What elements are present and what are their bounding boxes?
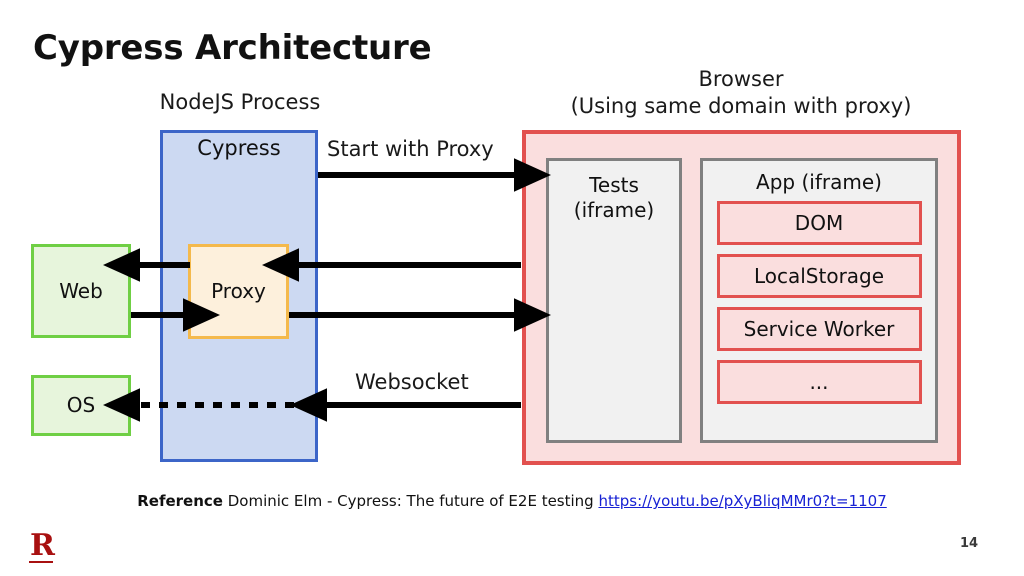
page-title: Cypress Architecture (33, 28, 432, 68)
os-box: OS (31, 375, 131, 436)
app-iframe-title: App (iframe) (756, 170, 882, 194)
app-item-dom: DOM (716, 201, 922, 245)
cypress-label: Cypress (197, 136, 281, 160)
proxy-box: Proxy (188, 244, 289, 339)
web-box: Web (31, 244, 131, 338)
reference-bold-prefix: Reference (137, 492, 223, 510)
reference-text: Dominic Elm - Cypress: The future of E2E… (222, 492, 599, 510)
brand-logo-underline (29, 561, 53, 563)
app-item-ellipsis: ... (716, 360, 922, 404)
browser-caption-line1: Browser (698, 67, 784, 91)
arrow-label-start-with-proxy: Start with Proxy (327, 137, 494, 161)
browser-caption: Browser (Using same domain with proxy) (521, 66, 961, 120)
tests-label-line2: (iframe) (573, 198, 655, 222)
brand-logo: R (30, 528, 55, 563)
tests-iframe-box: Tests (iframe) (546, 158, 682, 443)
arrow-label-websocket: Websocket (355, 370, 469, 394)
app-item-localstorage: LocalStorage (716, 254, 922, 298)
nodejs-process-caption: NodeJS Process (159, 90, 321, 114)
browser-caption-line2: (Using same domain with proxy) (570, 94, 912, 118)
app-item-service-worker: Service Worker (716, 307, 922, 351)
reference-footer: Reference Dominic Elm - Cypress: The fut… (0, 492, 1024, 510)
tests-label-line1: Tests (589, 173, 639, 197)
page-number: 14 (960, 536, 979, 551)
reference-link[interactable]: https://youtu.be/pXyBliqMMr0?t=1107 (598, 492, 887, 510)
app-iframe-box: App (iframe) DOM LocalStorage Service Wo… (700, 158, 938, 443)
